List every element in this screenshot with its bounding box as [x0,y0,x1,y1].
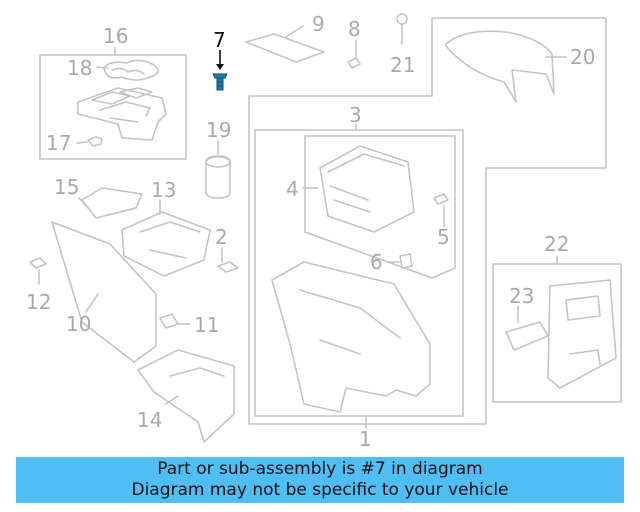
callout-13: 13 [151,178,176,202]
callout-1: 1 [359,427,372,451]
part-19-cup-insert [205,155,231,199]
part-1-console-body [271,261,431,413]
part-10-side-panel [51,221,157,363]
part-5-clip [433,193,449,205]
callout-18: 18 [67,56,92,80]
part-4-storage-bin [319,145,415,233]
part-11-clip [159,313,179,329]
callout-21: 21 [390,53,415,77]
part-17-clip [87,136,103,147]
callout-6: 6 [370,250,383,274]
part-16-cup-holder [77,87,167,141]
callout-19: 19 [206,118,231,142]
part-18-cup-holder-insert [103,59,159,81]
callout-23: 23 [509,284,534,308]
callout-7-highlighted: 7 [213,28,226,52]
parts-diagram: 16 18 17 9 8 21 19 20 3 4 5 6 15 13 2 22… [26,12,622,451]
callout-16: 16 [103,24,128,48]
part-20-armrest-lid [445,30,555,103]
callout-11: 11 [194,313,219,337]
part-21-screw [396,13,408,25]
group-box-1 [248,17,607,425]
callout-3: 3 [349,103,362,127]
part-23-vent [505,321,549,351]
callout-2: 2 [215,225,228,249]
part-15-bracket [81,187,143,219]
group-box-3 [254,129,464,417]
callout-10: 10 [66,312,91,336]
banner-line-2: Diagram may not be specific to your vehi… [131,480,509,500]
info-banner: Part or sub-assembly is #7 in diagram Di… [16,457,624,503]
callout-22: 22 [544,232,569,256]
part-13-bracket [121,211,211,277]
part-8-bolt [347,57,361,69]
part-6-clip [399,253,413,269]
part-9-pad [245,33,325,63]
group-box-16 [39,54,187,160]
callout-9: 9 [312,12,325,36]
part-22-rear-panel [547,279,617,389]
callout-15: 15 [54,175,79,199]
callout-8: 8 [348,17,361,41]
banner-line-1: Part or sub-assembly is #7 in diagram [157,459,483,479]
callout-14: 14 [137,408,162,432]
part-2-bolt [217,261,239,273]
part-12-bolt [29,257,47,269]
callout-12: 12 [26,290,51,314]
part-7-bolt-highlighted[interactable] [212,50,228,91]
callout-17: 17 [46,131,71,155]
part-14-rear-cover [137,349,235,443]
callout-5: 5 [437,225,450,249]
callout-20: 20 [570,45,595,69]
callout-4: 4 [286,177,299,201]
